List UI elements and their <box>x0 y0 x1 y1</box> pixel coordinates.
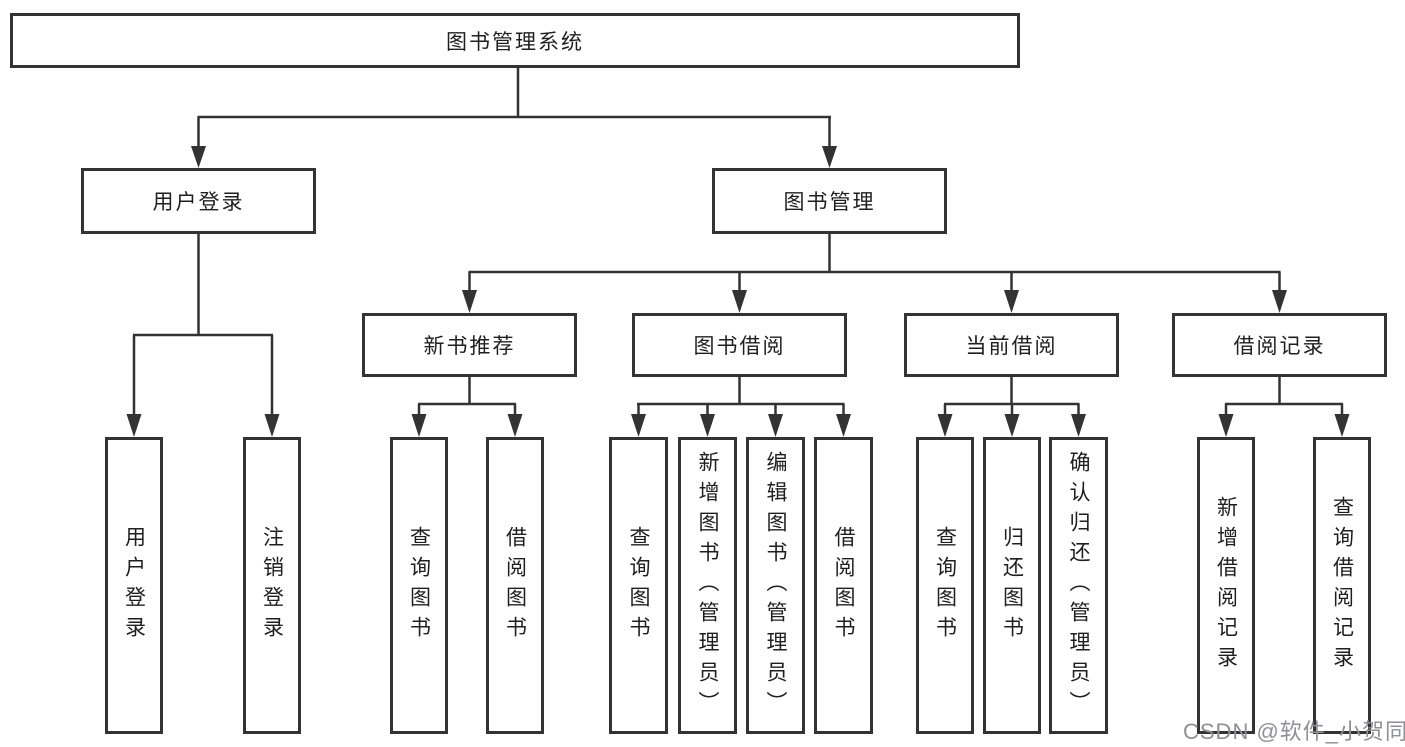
node-user-login: 用户登录 <box>81 168 316 234</box>
node-return-books: 归还图书 <box>983 437 1041 734</box>
edge-borrowing-records-to-children <box>1218 377 1350 437</box>
node-borrow-books-recommend: 借阅图书 <box>486 437 544 734</box>
node-query-books-recommend: 查询图书 <box>390 437 448 734</box>
node-borrowing-records: 借阅记录 <box>1172 313 1387 377</box>
csdn-watermark: CSDN @软件_小贺同学 <box>1183 719 1405 744</box>
edge-user-login-to-children <box>126 234 280 437</box>
node-new-book-recommend: 新书推荐 <box>362 313 577 377</box>
node-user-login-leaf: 用户登录 <box>105 437 163 734</box>
node-book-management: 图书管理 <box>712 168 947 234</box>
node-library-system: 图书管理系统 <box>10 13 1020 68</box>
node-borrow-books-borrowing: 借阅图书 <box>814 437 873 734</box>
edge-book-management-to-children <box>462 234 1287 313</box>
node-current-borrowing: 当前借阅 <box>904 313 1119 377</box>
edge-book-borrowing-to-children <box>631 377 851 437</box>
node-logout: 注销登录 <box>243 437 301 734</box>
node-book-borrowing: 图书借阅 <box>632 313 847 377</box>
edge-root-to-children <box>191 67 837 168</box>
edge-current-borrowing-to-children <box>937 377 1086 437</box>
node-confirm-return-admin: 确认归还（管理员） <box>1049 437 1108 734</box>
node-query-books-current: 查询图书 <box>916 437 974 734</box>
edge-new-book-recommend-to-children <box>411 377 523 437</box>
node-add-book-admin: 新增图书（管理员） <box>678 437 737 734</box>
node-edit-book-admin: 编辑图书（管理员） <box>746 437 805 734</box>
node-query-books-borrowing: 查询图书 <box>609 437 668 734</box>
node-add-borrow-record: 新增借阅记录 <box>1197 437 1255 734</box>
node-query-borrow-record: 查询借阅记录 <box>1313 437 1371 734</box>
